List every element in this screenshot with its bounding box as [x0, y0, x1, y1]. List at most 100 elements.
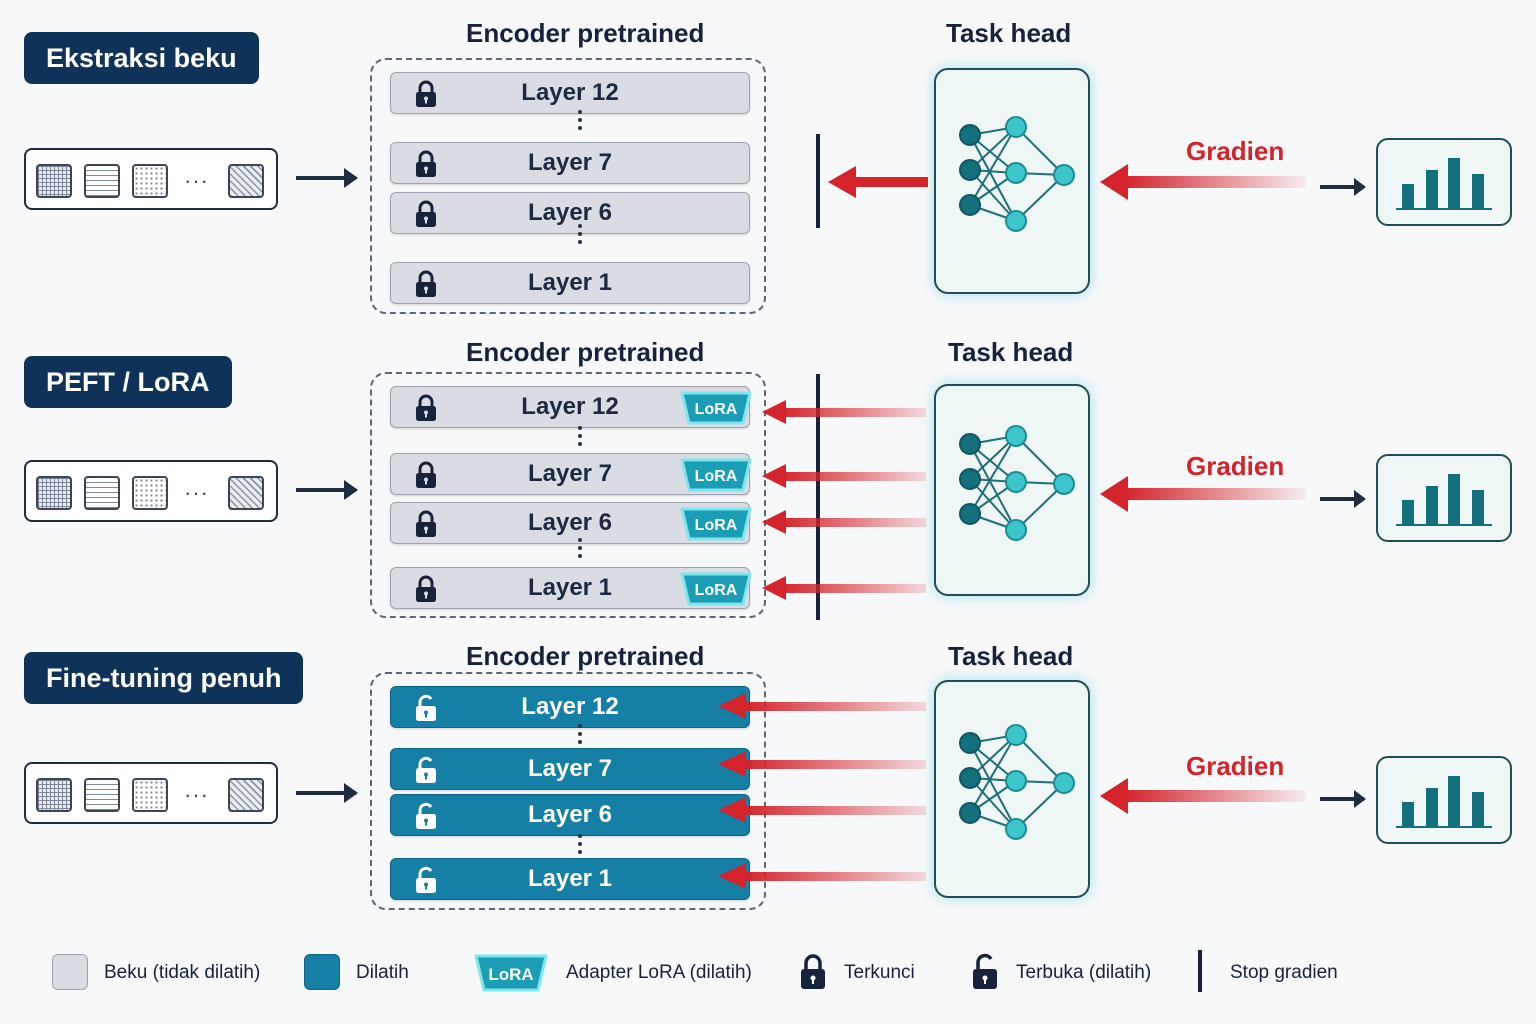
task-head-box	[934, 680, 1090, 898]
encoder-layer: Layer 7 LoRA	[390, 453, 752, 495]
lora-tag-text: LoRA	[488, 965, 533, 984]
token-ellipsis: ···	[184, 480, 209, 505]
layer-label: Layer 6	[527, 509, 613, 536]
gradient-arrow-shaft	[1124, 790, 1306, 802]
gradient-arrow-head	[1100, 476, 1128, 512]
legend-unlocked-label: Terbuka (dilatih)	[1016, 962, 1152, 983]
gradient-arrow-shaft	[852, 177, 928, 187]
layer-label: Layer 6	[527, 199, 613, 226]
unlock-icon	[416, 694, 436, 721]
gradient-label: Gradien	[1186, 136, 1285, 166]
legend-frozen-label: Beku (tidak dilatih)	[104, 962, 261, 983]
layer-label: Layer 1	[527, 574, 613, 601]
token-icon	[228, 778, 264, 812]
mode-badge: Fine-tuning penuh	[24, 652, 304, 704]
encoder-title: Encoder pretrained	[466, 18, 705, 48]
layer-gap-dots	[577, 426, 583, 450]
legend-lora-label: Adapter LoRA (dilatih)	[566, 962, 752, 983]
gradient-arrow-shaft	[742, 872, 926, 881]
token-icon	[36, 476, 72, 510]
layer-label: Layer 12	[521, 693, 619, 720]
gradient-arrow-shaft	[1124, 488, 1306, 500]
layer-label: Layer 6	[527, 801, 613, 828]
frozen-swatch	[52, 954, 88, 990]
gradient-arrow-shaft	[742, 806, 926, 815]
lock-icon	[416, 150, 436, 177]
output-arrow	[1320, 178, 1366, 196]
gradient-arrow-shaft	[780, 472, 926, 481]
encoder-layer: Layer 12 LoRA	[390, 386, 752, 428]
token-icon	[228, 164, 264, 198]
input-tokens: ···	[24, 148, 278, 210]
token-icon	[132, 476, 168, 510]
lora-tag-text: LoRA	[695, 468, 738, 485]
layer-gap-dots	[577, 110, 583, 134]
lock-icon	[416, 270, 436, 297]
lora-tag-icon: LoRA	[474, 954, 548, 992]
lock-icon	[416, 80, 436, 107]
encoder-layer: Layer 1	[390, 262, 750, 304]
legend-trained-label: Dilatih	[356, 962, 409, 983]
unlock-icon	[416, 866, 436, 893]
neural-network-icon	[959, 116, 1075, 232]
encoder-block: Layer 12 Layer 7 Layer 6 Layer 1	[370, 672, 766, 910]
input-arrow	[296, 783, 358, 803]
token-icon	[36, 164, 72, 198]
encoder-layer: Layer 6	[390, 794, 750, 836]
gradient-arrow-head	[1100, 164, 1128, 200]
trained-swatch	[304, 954, 340, 990]
layer-gap-dots	[577, 834, 583, 858]
token-icon	[84, 778, 120, 812]
unlock-icon	[973, 953, 997, 989]
encoder-block: Layer 12 Layer 7 Layer 6 Layer 1	[370, 58, 766, 314]
unlock-icon	[416, 756, 436, 783]
layer-gap-dots	[577, 224, 583, 248]
gradient-arrow-shaft	[1124, 176, 1306, 188]
lora-tag-text: LoRA	[695, 517, 738, 534]
unlock-icon	[416, 802, 436, 829]
bar-chart-icon	[1396, 158, 1492, 210]
neural-network-icon	[959, 724, 1075, 840]
gradient-arrow-shaft	[780, 518, 926, 527]
output-box	[1376, 756, 1512, 844]
bar-chart-icon	[1396, 776, 1492, 828]
layer-label: Layer 12	[521, 79, 619, 106]
head-title: Task head	[948, 641, 1074, 671]
token-icon	[36, 778, 72, 812]
encoder-layer: Layer 6 LoRA	[390, 502, 752, 544]
lock-icon	[416, 461, 436, 488]
head-title: Task head	[946, 18, 1072, 48]
gradient-arrow-shaft	[742, 702, 926, 711]
output-arrow	[1320, 490, 1366, 508]
mode-badge: Ekstraksi beku	[24, 32, 259, 84]
lock-icon	[801, 954, 825, 989]
encoder-title: Encoder pretrained	[466, 641, 705, 671]
lora-tag-text: LoRA	[695, 582, 738, 599]
gradient-arrow-shaft	[742, 760, 926, 769]
layer-label: Layer 7	[527, 460, 613, 487]
lock-icon	[416, 200, 436, 227]
layer-label: Layer 7	[527, 149, 613, 176]
gradient-label: Gradien	[1186, 751, 1285, 781]
layer-gap-dots	[577, 724, 583, 748]
task-head-box	[934, 68, 1090, 294]
output-arrow	[1320, 790, 1366, 808]
lock-icon	[416, 394, 436, 421]
encoder-layer: Layer 6	[390, 192, 750, 234]
token-icon	[84, 164, 120, 198]
layer-label: Layer 12	[521, 393, 619, 420]
lora-adapter-tag: LoRA	[680, 391, 752, 425]
layer-label: Layer 7	[527, 755, 613, 782]
encoder-layer: Layer 1 LoRA	[390, 567, 752, 609]
input-tokens: ···	[24, 762, 278, 824]
gradient-arrow-head	[828, 166, 856, 198]
token-ellipsis: ···	[184, 168, 209, 193]
layer-label: Layer 1	[527, 865, 613, 892]
encoder-layer: Layer 1	[390, 858, 750, 900]
layer-label: Layer 1	[527, 269, 613, 296]
legend-locked-label: Terkunci	[844, 962, 915, 983]
encoder-layer: Layer 7	[390, 748, 750, 790]
token-icon	[132, 164, 168, 198]
encoder-layer: Layer 12	[390, 686, 750, 728]
